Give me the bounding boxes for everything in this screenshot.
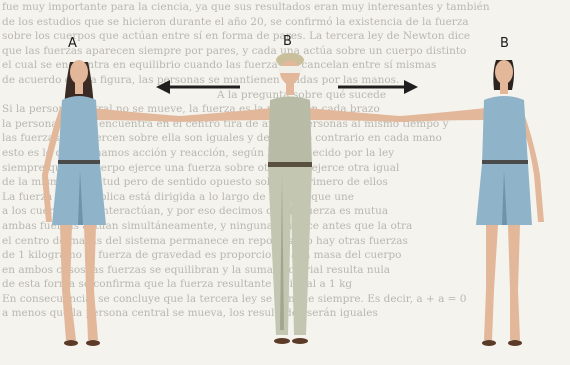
- arrow-left: [156, 80, 240, 94]
- figure-b-center: [180, 53, 400, 344]
- label-b-center: B: [283, 34, 292, 49]
- arrow-right: [338, 80, 418, 94]
- figure-b-right: [400, 60, 544, 346]
- figure-a: [42, 60, 180, 346]
- label-b-right: B: [500, 36, 509, 51]
- label-a: A: [68, 36, 77, 51]
